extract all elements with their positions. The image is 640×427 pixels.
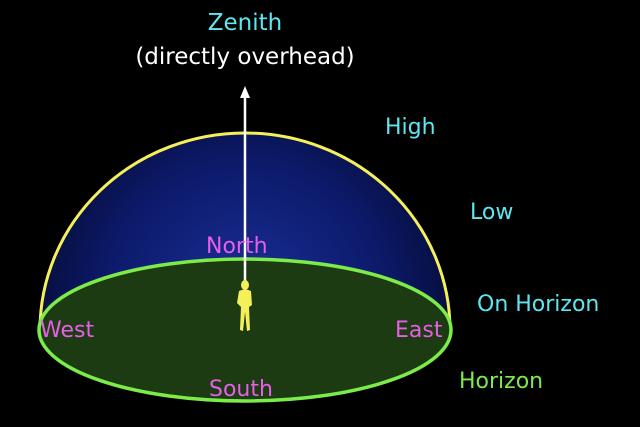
on-horizon-label: On Horizon: [477, 292, 600, 317]
high-label: High: [385, 115, 436, 140]
horizon-label: Horizon: [459, 369, 544, 394]
east-label: East: [395, 318, 443, 343]
low-label: Low: [470, 200, 514, 225]
zenith-arrow-head: [240, 86, 250, 98]
south-label: South: [209, 377, 273, 402]
zenith-subtitle: (directly overhead): [135, 44, 355, 70]
observer-icon: [237, 280, 252, 331]
west-label: West: [40, 318, 95, 343]
north-label: North: [206, 234, 268, 259]
zenith-label: Zenith: [207, 10, 283, 36]
